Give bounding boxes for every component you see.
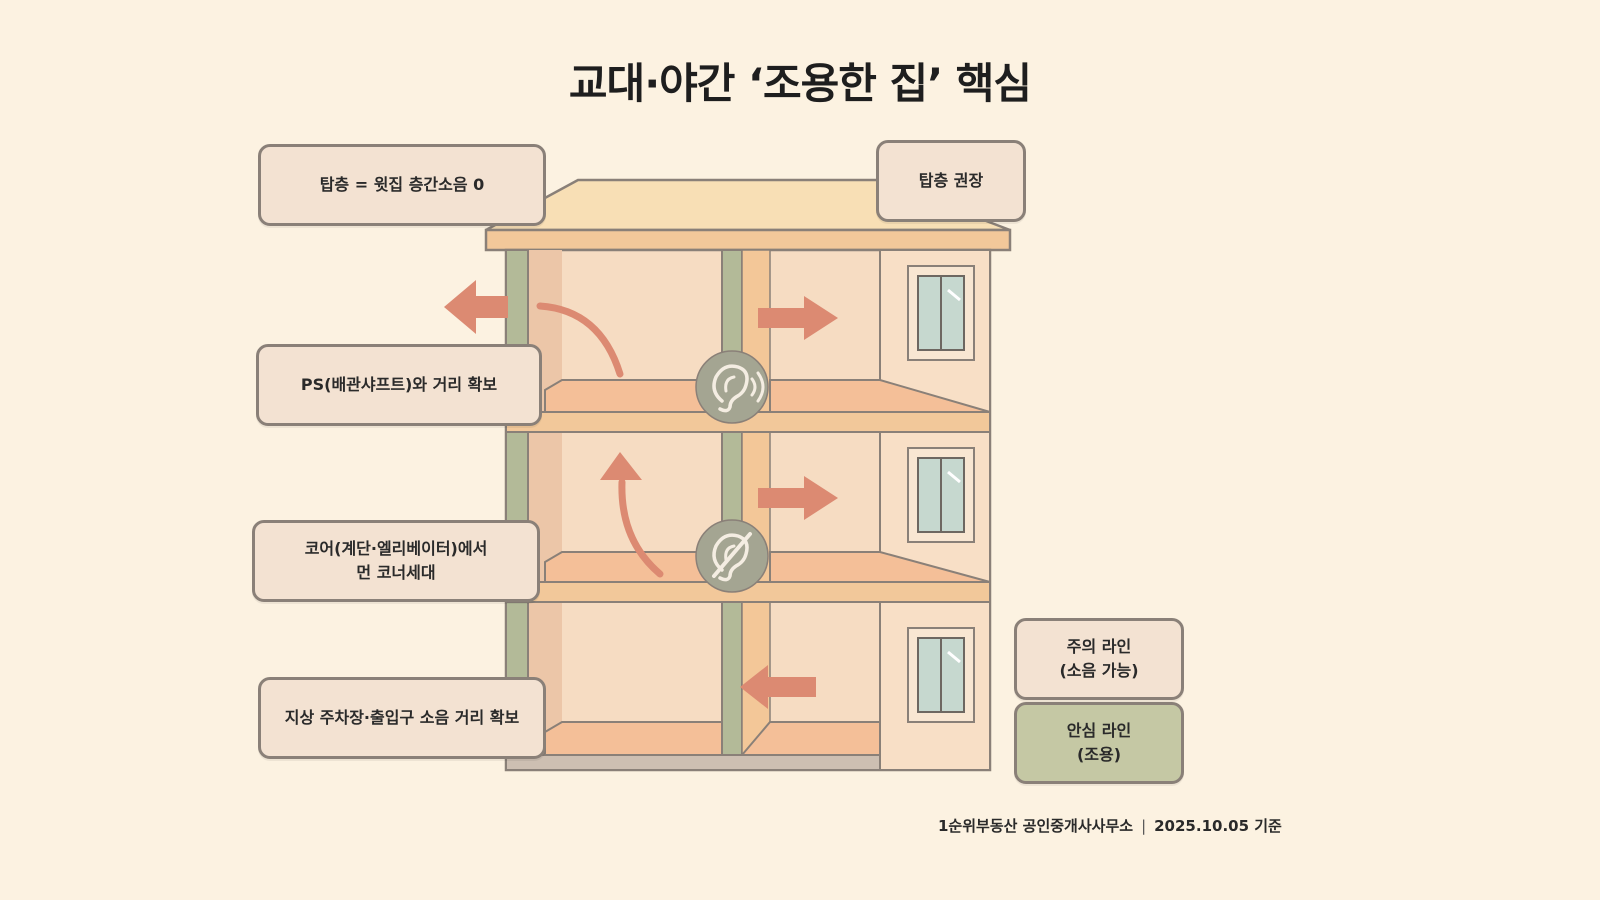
callout-top-floor: 탑층 = 윗집 층간소음 0 [258,144,546,226]
footer-agency: 1순위부동산 공인중개사사무소 [938,817,1134,835]
pipe-shaft [721,249,743,761]
arrow-left-top [444,280,508,334]
floor-slab-ground [505,721,881,771]
footer-separator: | [1141,817,1147,835]
floor-slab-upper [505,379,991,433]
callout-ps-distance: PS(배관샤프트)와 거리 확보 [256,344,542,426]
arrow-right-top [758,296,838,340]
window-middle [907,447,975,543]
window-top [907,265,975,361]
arrow-left-bottom [740,665,816,709]
footer: 1순위부동산 공인중개사사무소 | 2025.10.05 기준 [938,815,1282,836]
callout-parking-distance: 지상 주차장·출입구 소음 거리 확보 [258,677,546,759]
legend-caution-line: 주의 라인 (소음 가능) [1014,618,1184,700]
page-title: 교대·야간 ‘조용한 집’ 핵심 [568,59,1032,108]
arrow-right-middle [758,476,838,520]
curve-arrow-middle [600,452,664,578]
window-bottom [907,627,975,723]
ear-muted-icon [695,519,769,593]
callout-core-corner: 코어(계단·엘리베이터)에서 먼 코너세대 [252,520,540,602]
legend-safe-line: 안심 라인 (조용) [1014,702,1184,784]
callout-top-recommended: 탑층 권장 [876,140,1026,222]
ear-sound-icon [695,350,769,424]
curve-arrow-top [536,302,624,378]
footer-date: 2025.10.05 기준 [1154,817,1282,835]
